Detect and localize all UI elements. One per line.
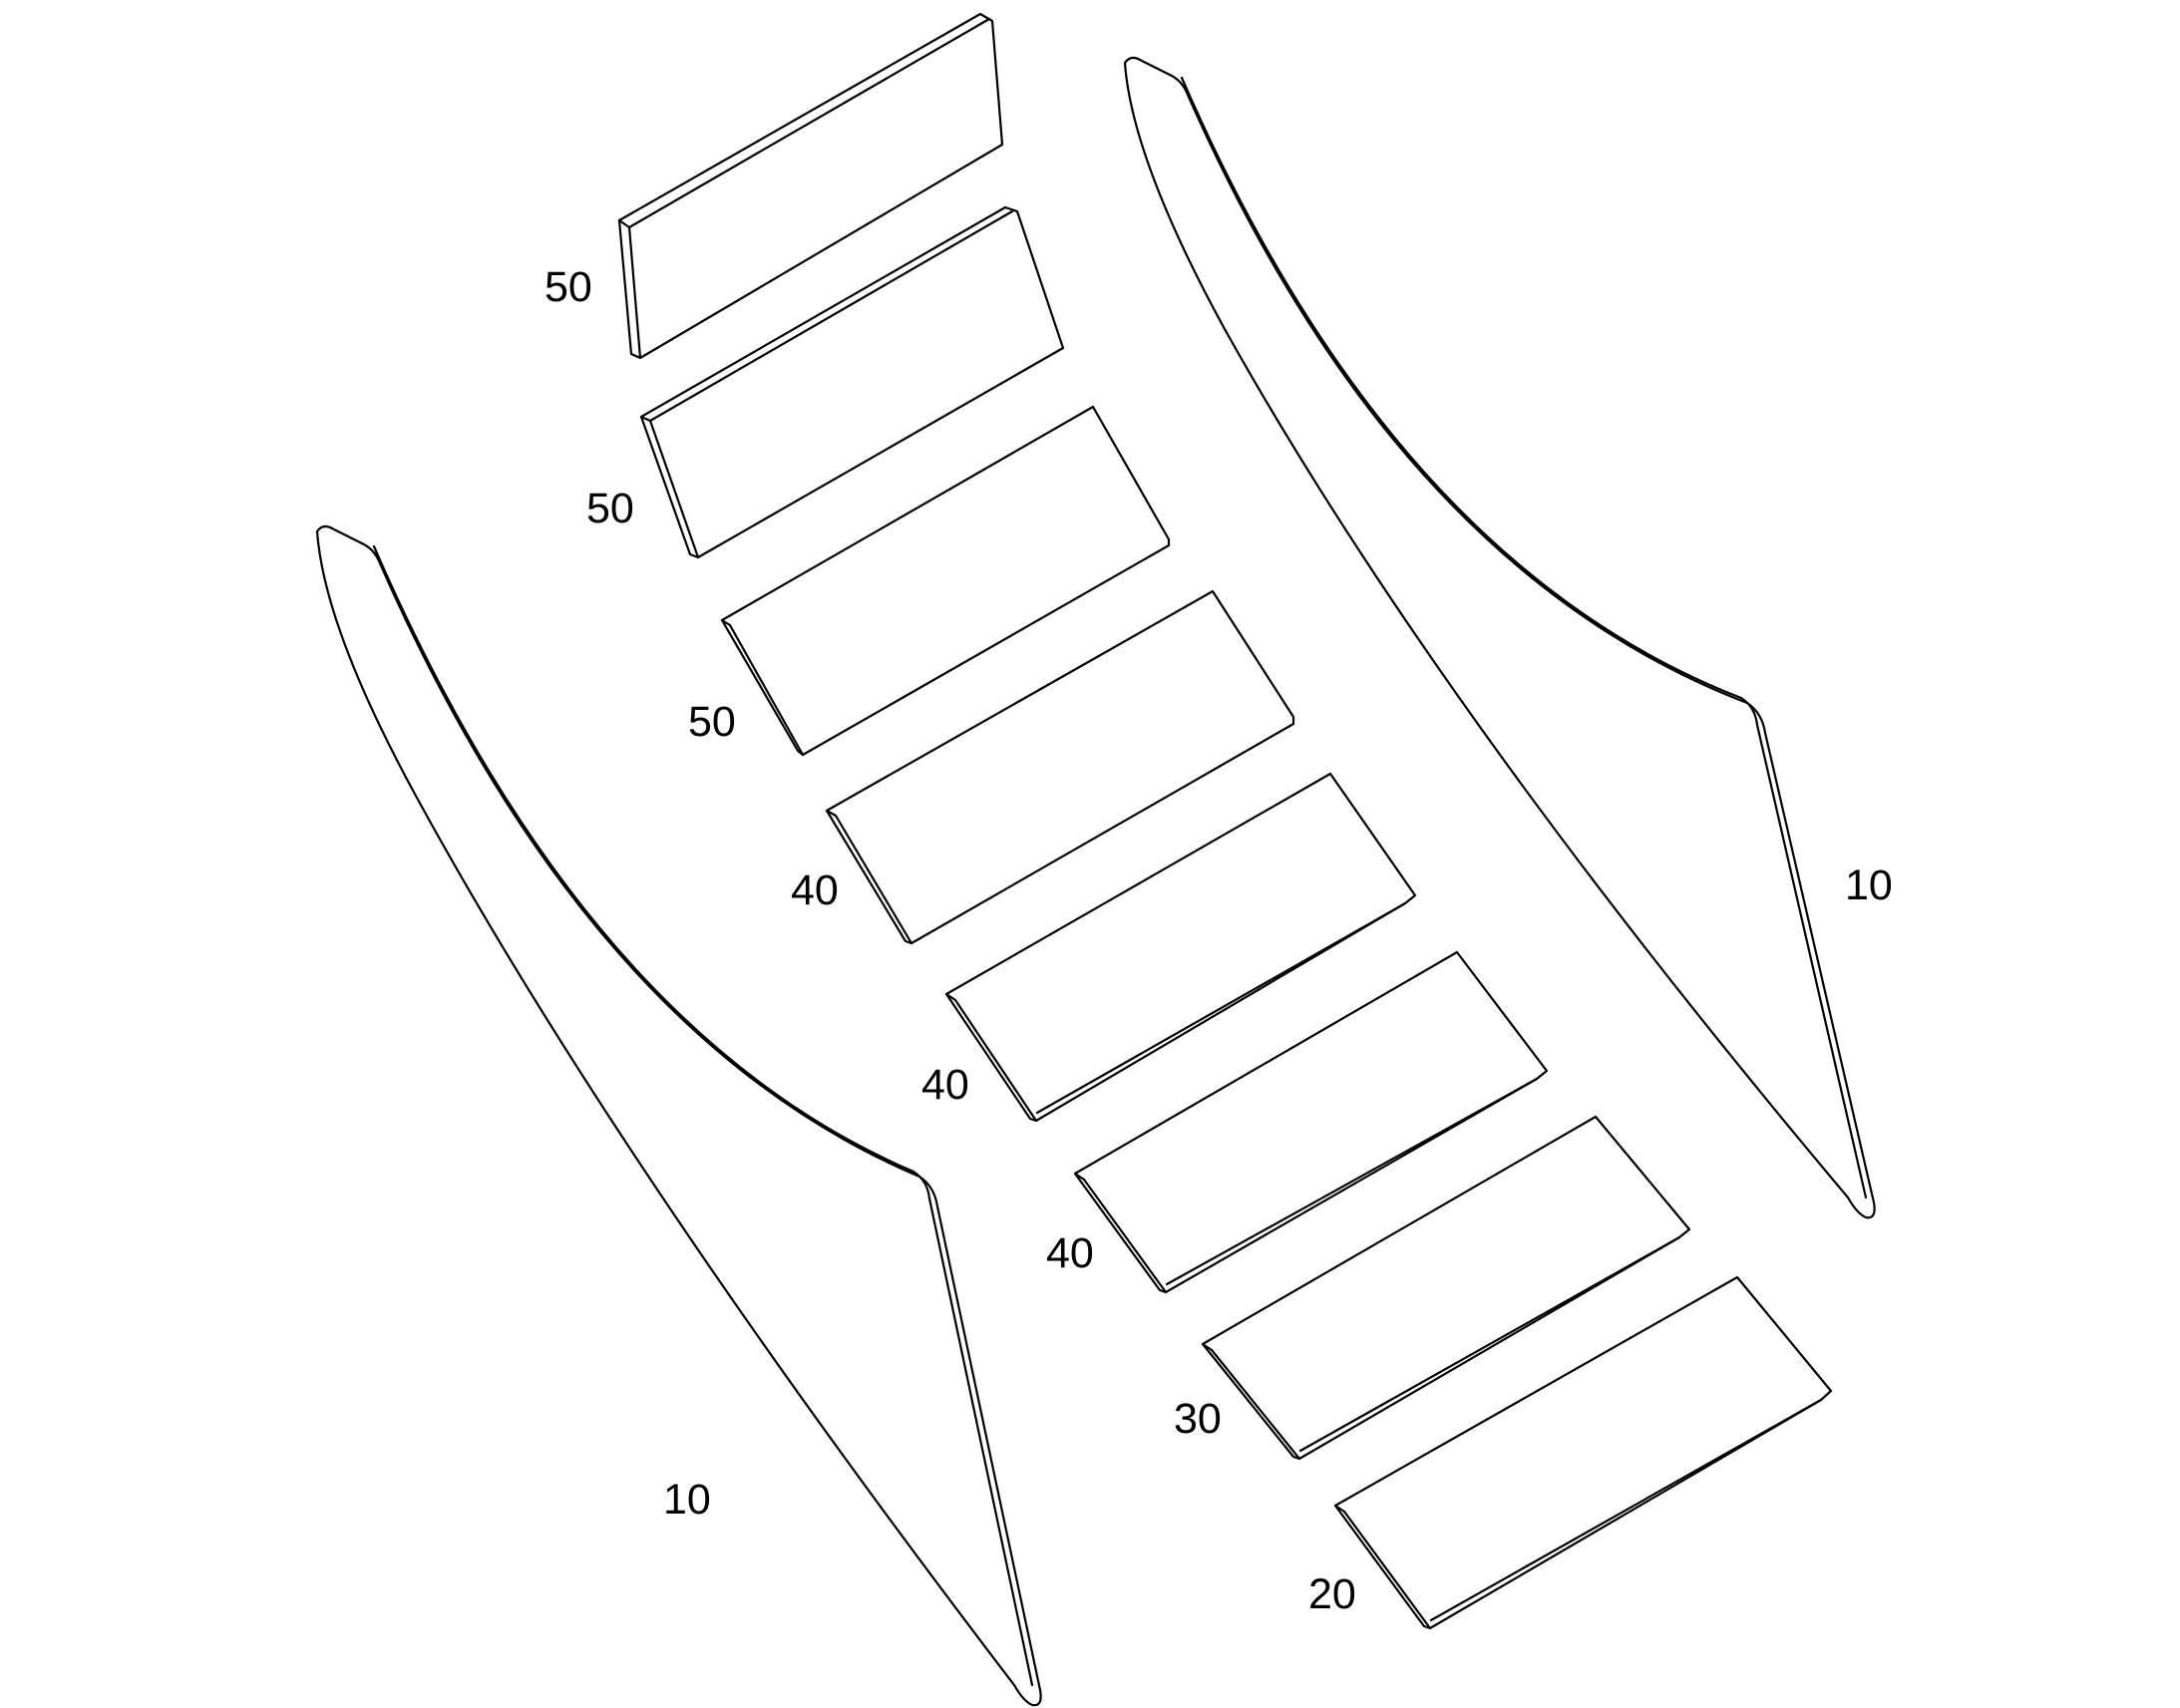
board-2 (639, 205, 1065, 559)
board-7 (1201, 1115, 1691, 1461)
board-5 (944, 772, 1417, 1123)
label-board-2: 50 (586, 485, 634, 532)
label-side-panel-right: 10 (1845, 861, 1893, 909)
label-board-5: 40 (921, 1061, 969, 1109)
board-6 (1073, 950, 1549, 1294)
label-board-6: 40 (1046, 1229, 1094, 1277)
label-side-panel-left: 10 (663, 1476, 711, 1524)
label-board-1: 50 (545, 263, 592, 311)
board-4 (825, 589, 1295, 945)
side-panel-right (1123, 56, 1876, 1219)
board-1 (617, 12, 1004, 360)
side-panel-left (315, 524, 1042, 1707)
label-board-3: 50 (688, 698, 736, 746)
board-8 (1333, 1275, 1833, 1630)
label-board-4: 40 (791, 866, 839, 914)
board-3 (720, 405, 1171, 757)
label-board-7: 30 (1174, 1395, 1222, 1443)
label-board-8: 20 (1308, 1570, 1356, 1618)
